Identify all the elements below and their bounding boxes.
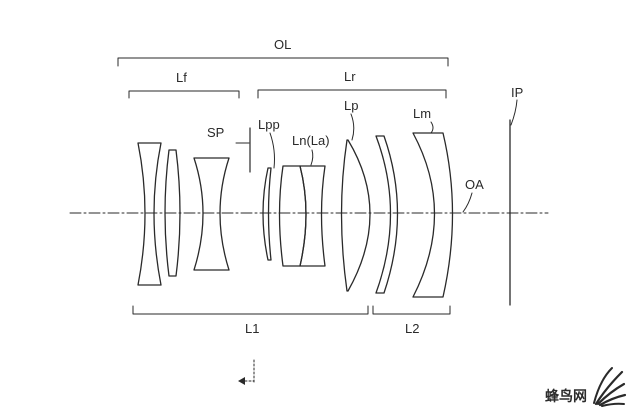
leader-ln-la xyxy=(310,149,314,166)
lens-ln-la-concave xyxy=(299,165,326,267)
label-lf: Lf xyxy=(176,70,187,85)
label-lp: Lp xyxy=(344,98,358,113)
hummingbird-feather-logo-icon xyxy=(593,367,627,407)
lens-2-biconvex xyxy=(164,149,181,277)
bracket-lf xyxy=(128,90,240,99)
label-lm: Lm xyxy=(413,106,431,121)
bracket-l2 xyxy=(372,305,451,315)
lens-lpp xyxy=(262,167,272,261)
bracket-lr xyxy=(257,89,447,99)
leader-lp xyxy=(350,113,355,141)
lens-lm xyxy=(412,132,454,298)
label-l2: L2 xyxy=(405,321,419,336)
label-sp: SP xyxy=(207,125,224,140)
label-lpp: Lpp xyxy=(258,117,280,132)
label-ip: IP xyxy=(511,85,523,100)
bracket-l1 xyxy=(132,305,369,315)
lens-lp xyxy=(340,139,371,292)
label-ln-la: Ln(La) xyxy=(292,133,330,148)
leader-lpp xyxy=(269,132,275,169)
lens-1-biconcave xyxy=(137,142,162,286)
leader-ip xyxy=(510,99,518,126)
lens-3-biconcave xyxy=(193,157,230,271)
label-lr: Lr xyxy=(344,69,356,84)
leader-oa xyxy=(462,192,473,213)
lens-ln-la-convex xyxy=(278,165,307,267)
direction-arrow xyxy=(238,359,255,385)
lens-meniscus xyxy=(375,135,399,294)
leader-lm xyxy=(430,121,434,134)
label-oa: OA xyxy=(465,177,484,192)
label-l1: L1 xyxy=(245,321,259,336)
label-ol: OL xyxy=(274,37,291,52)
watermark-text: 蜂鸟网 xyxy=(545,388,587,405)
bracket-ol xyxy=(117,57,449,67)
